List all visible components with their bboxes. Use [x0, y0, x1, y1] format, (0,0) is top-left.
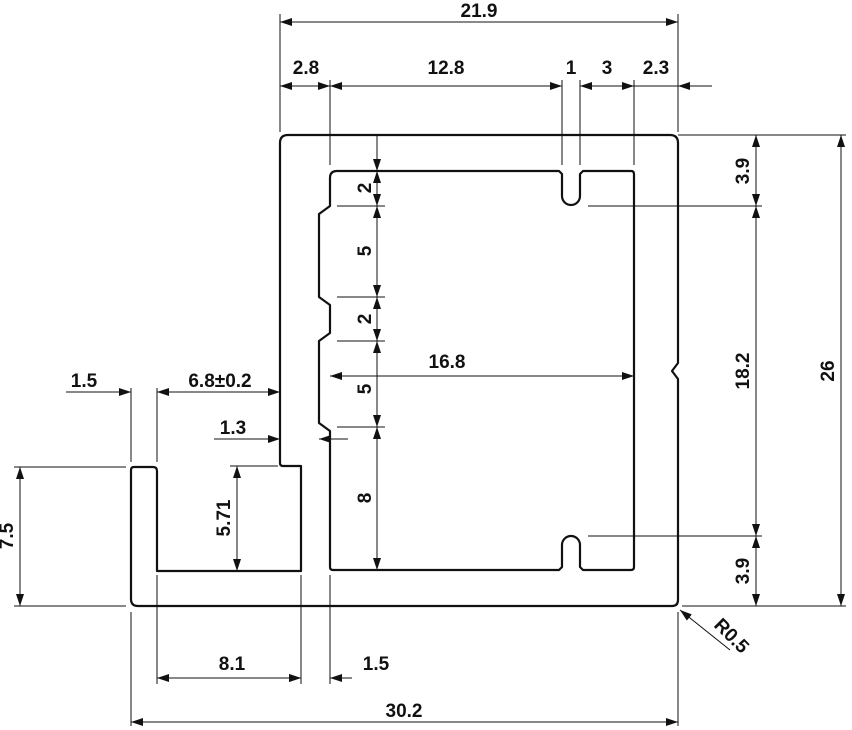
- dim-right-middle: 18.2: [733, 353, 754, 390]
- dimension-labels: 21.9 2.8 12.8 1 3 2.3 3.9 18.2 3.9 26 R0…: [0, 1, 839, 722]
- dim-inner-width-middle: 16.8: [429, 352, 466, 373]
- dim-left-offset: 2.8: [293, 58, 319, 79]
- dimension-lines: [16, 18, 845, 726]
- dim-slot-width: 1: [566, 58, 577, 79]
- dim-seg-8: 8: [355, 493, 376, 504]
- dim-channel-width: 6.8±0.2: [188, 371, 251, 392]
- dim-overall-bottom-width: 30.2: [386, 701, 423, 722]
- dim-left-height: 7.5: [0, 522, 18, 549]
- dim-slot-gap: 3: [602, 58, 613, 79]
- dim-channel-bottom-width: 8.1: [219, 654, 246, 675]
- dim-lip-width: 1.5: [71, 371, 98, 392]
- dim-step-depth: 1.3: [220, 418, 246, 439]
- profile-outline: [129, 133, 680, 608]
- dim-right-bottom-offset: 3.9: [733, 558, 754, 584]
- outer-contour: [129, 133, 680, 608]
- dim-seg-2a: 2: [355, 183, 376, 194]
- dim-wall-thickness: 1.5: [363, 654, 390, 675]
- dim-seg-5b: 5: [355, 383, 376, 394]
- dim-overall-height: 26: [818, 360, 839, 381]
- inner-chamber: [317, 169, 636, 572]
- dim-channel-depth: 5.71: [214, 499, 235, 536]
- dim-seg-5a: 5: [355, 245, 376, 256]
- dim-overall-top-width: 21.9: [461, 1, 498, 22]
- dim-right-top-offset: 3.9: [733, 158, 754, 184]
- dim-corner-radius: R0.5: [709, 615, 753, 659]
- dim-inner-width-top: 12.8: [428, 58, 465, 79]
- dim-seg-2b: 2: [355, 314, 376, 325]
- dim-right-wall: 2.3: [643, 58, 669, 79]
